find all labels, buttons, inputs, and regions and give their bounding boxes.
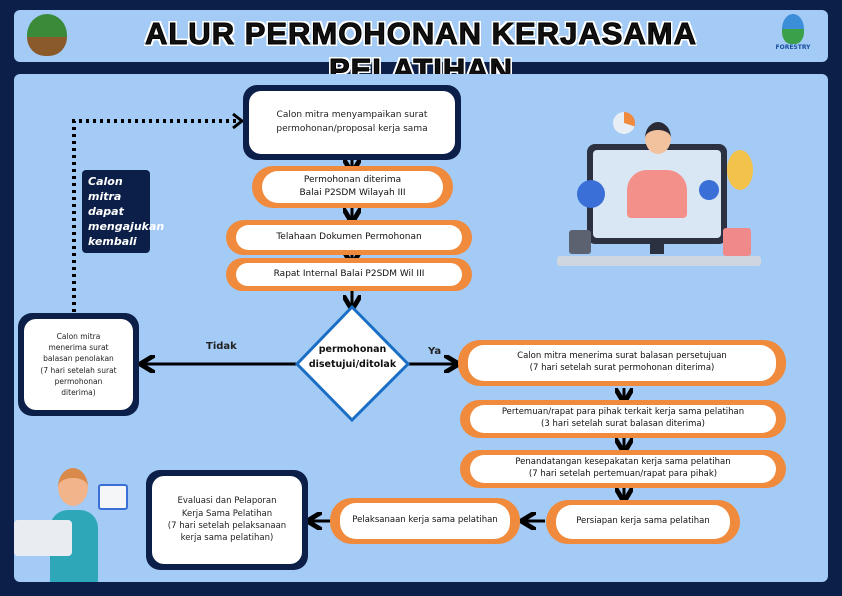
chart-card-icon xyxy=(98,484,128,510)
monitor-illustration xyxy=(555,110,765,270)
video-icon xyxy=(577,180,605,208)
forestry-logo-text: FORESTRY xyxy=(775,44,811,51)
header-panel xyxy=(14,10,828,62)
head-icon xyxy=(645,122,671,154)
step-signing: Penandatangan kesepakatan kerja sama pel… xyxy=(460,450,786,488)
forestry-logo: FORESTRY xyxy=(772,14,814,60)
decision-diamond xyxy=(294,304,411,423)
keyboard-icon xyxy=(557,256,761,266)
person-icon xyxy=(627,170,687,218)
yes-label: Ya xyxy=(428,346,442,357)
mug-icon xyxy=(569,230,591,254)
step-preparation: Persiapan kerja sama pelatihan xyxy=(546,500,740,544)
head-icon xyxy=(58,468,88,506)
left-logo xyxy=(27,14,67,56)
plant-icon xyxy=(723,228,751,256)
laptop-icon xyxy=(14,520,72,556)
step-approved: Calon mitra menerima surat balasan perse… xyxy=(458,340,786,386)
person-laptop-illustration xyxy=(14,462,134,582)
step-parties-meeting: Pertemuan/rapat para pihak terkait kerja… xyxy=(460,400,786,438)
pie-chart-icon xyxy=(613,112,635,134)
step-implementation: Pelaksanaan kerja sama pelatihan xyxy=(330,498,520,544)
step-internal-meeting: Rapat Internal Balai P2SDM Wil III xyxy=(226,258,472,291)
step-review: Telahaan Dokumen Permohonan xyxy=(226,220,472,255)
no-label: Tidak xyxy=(206,341,237,352)
gear-icon xyxy=(727,150,753,190)
stand xyxy=(650,244,664,254)
mic-icon xyxy=(699,180,719,200)
